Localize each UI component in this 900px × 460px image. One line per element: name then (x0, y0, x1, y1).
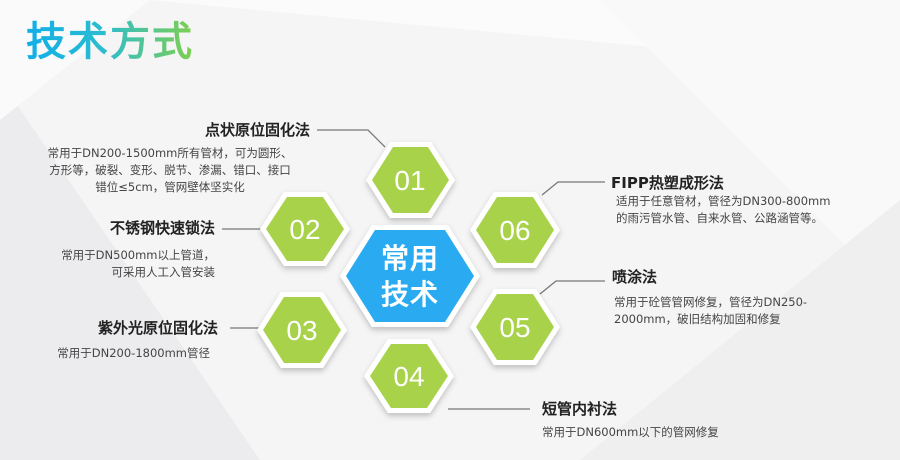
hexagon-01-number: 01 (394, 165, 426, 196)
item-01-description: 常用于DN200-1500mm所有管材，可为圆形、 方形等，破裂、变形、脱节、渗… (36, 145, 304, 196)
item-04-title: 短管内衬法 (542, 400, 618, 418)
item-03-title: 紫外光原位固化法 (97, 319, 218, 337)
hexagon-05-number: 05 (499, 312, 531, 343)
hexagon-05 (470, 289, 560, 365)
item-02-desc-line-2: 可采用人工入管安装 (111, 265, 216, 279)
item-02-description: 常用于DN500mm以上管道， 可采用人工入管安装 (61, 247, 215, 281)
item-05-title: 喷涂法 (612, 268, 658, 286)
item-05-description: 常用于砼管管网修复，管径为DN250- 2000mm，破旧结构加固和修复 (614, 294, 807, 328)
item-05-desc-line-1: 常用于砼管管网修复，管径为DN250- (614, 295, 808, 309)
item-06-title: FIPP热塑成形法 (611, 174, 724, 192)
item-02-title: 不锈钢快速锁法 (109, 219, 215, 237)
connector-01 (317, 129, 386, 148)
item-01-desc-line-1: 常用于DN200-1500mm所有管材，可为圆形、 (47, 146, 293, 160)
center-label: 常用 技术 (381, 241, 439, 313)
item-06-desc-line-2: 的雨污管水管、自来水管、公路涵管等。 (616, 211, 823, 225)
item-02-desc-line-1: 常用于DN500mm以上管道， (61, 248, 215, 262)
center-label-line1: 常用 (380, 242, 440, 275)
item-01-desc-line-2: 方形等，破裂、变形、脱节、渗漏、错口、接口 (49, 163, 291, 177)
hexagon-02 (260, 192, 350, 266)
connector-06 (541, 181, 605, 196)
item-05-desc-line-2: 2000mm，破旧结构加固和修复 (614, 312, 781, 326)
item-01-desc-line-3: 错位≤5cm，管网壁体坚实化 (95, 180, 245, 194)
item-04-description: 常用于DN600mm以下的管网修复 (542, 424, 719, 441)
page-title: 技术方式 (26, 19, 194, 65)
item-06-desc-line-1: 适用于任意管材，管径为DN300-800mm (616, 194, 831, 208)
item-06-description: 适用于任意管材，管径为DN300-800mm 的雨污管水管、自来水管、公路涵管等… (616, 193, 830, 227)
hexagon-06 (470, 192, 560, 268)
connector-05 (539, 280, 605, 295)
hexagon-01 (366, 142, 455, 218)
item-03-desc-line-1: 常用于DN200-1800mm管径 (57, 346, 210, 360)
center-label-line2: 技术 (380, 278, 440, 311)
hexagon-03-number: 03 (286, 315, 318, 346)
hexagon-02-number: 02 (289, 214, 321, 245)
center-hexagon (340, 225, 480, 327)
hexagon-04 (364, 339, 454, 413)
hexagon-03 (257, 292, 347, 368)
item-04-desc-line-1: 常用于DN600mm以下的管网修复 (542, 425, 719, 439)
item-03-description: 常用于DN200-1800mm管径 (57, 345, 210, 362)
item-01-title: 点状原位固化法 (204, 121, 310, 139)
hexagon-06-number: 06 (499, 215, 531, 246)
hexagon-04-number: 04 (393, 361, 425, 392)
